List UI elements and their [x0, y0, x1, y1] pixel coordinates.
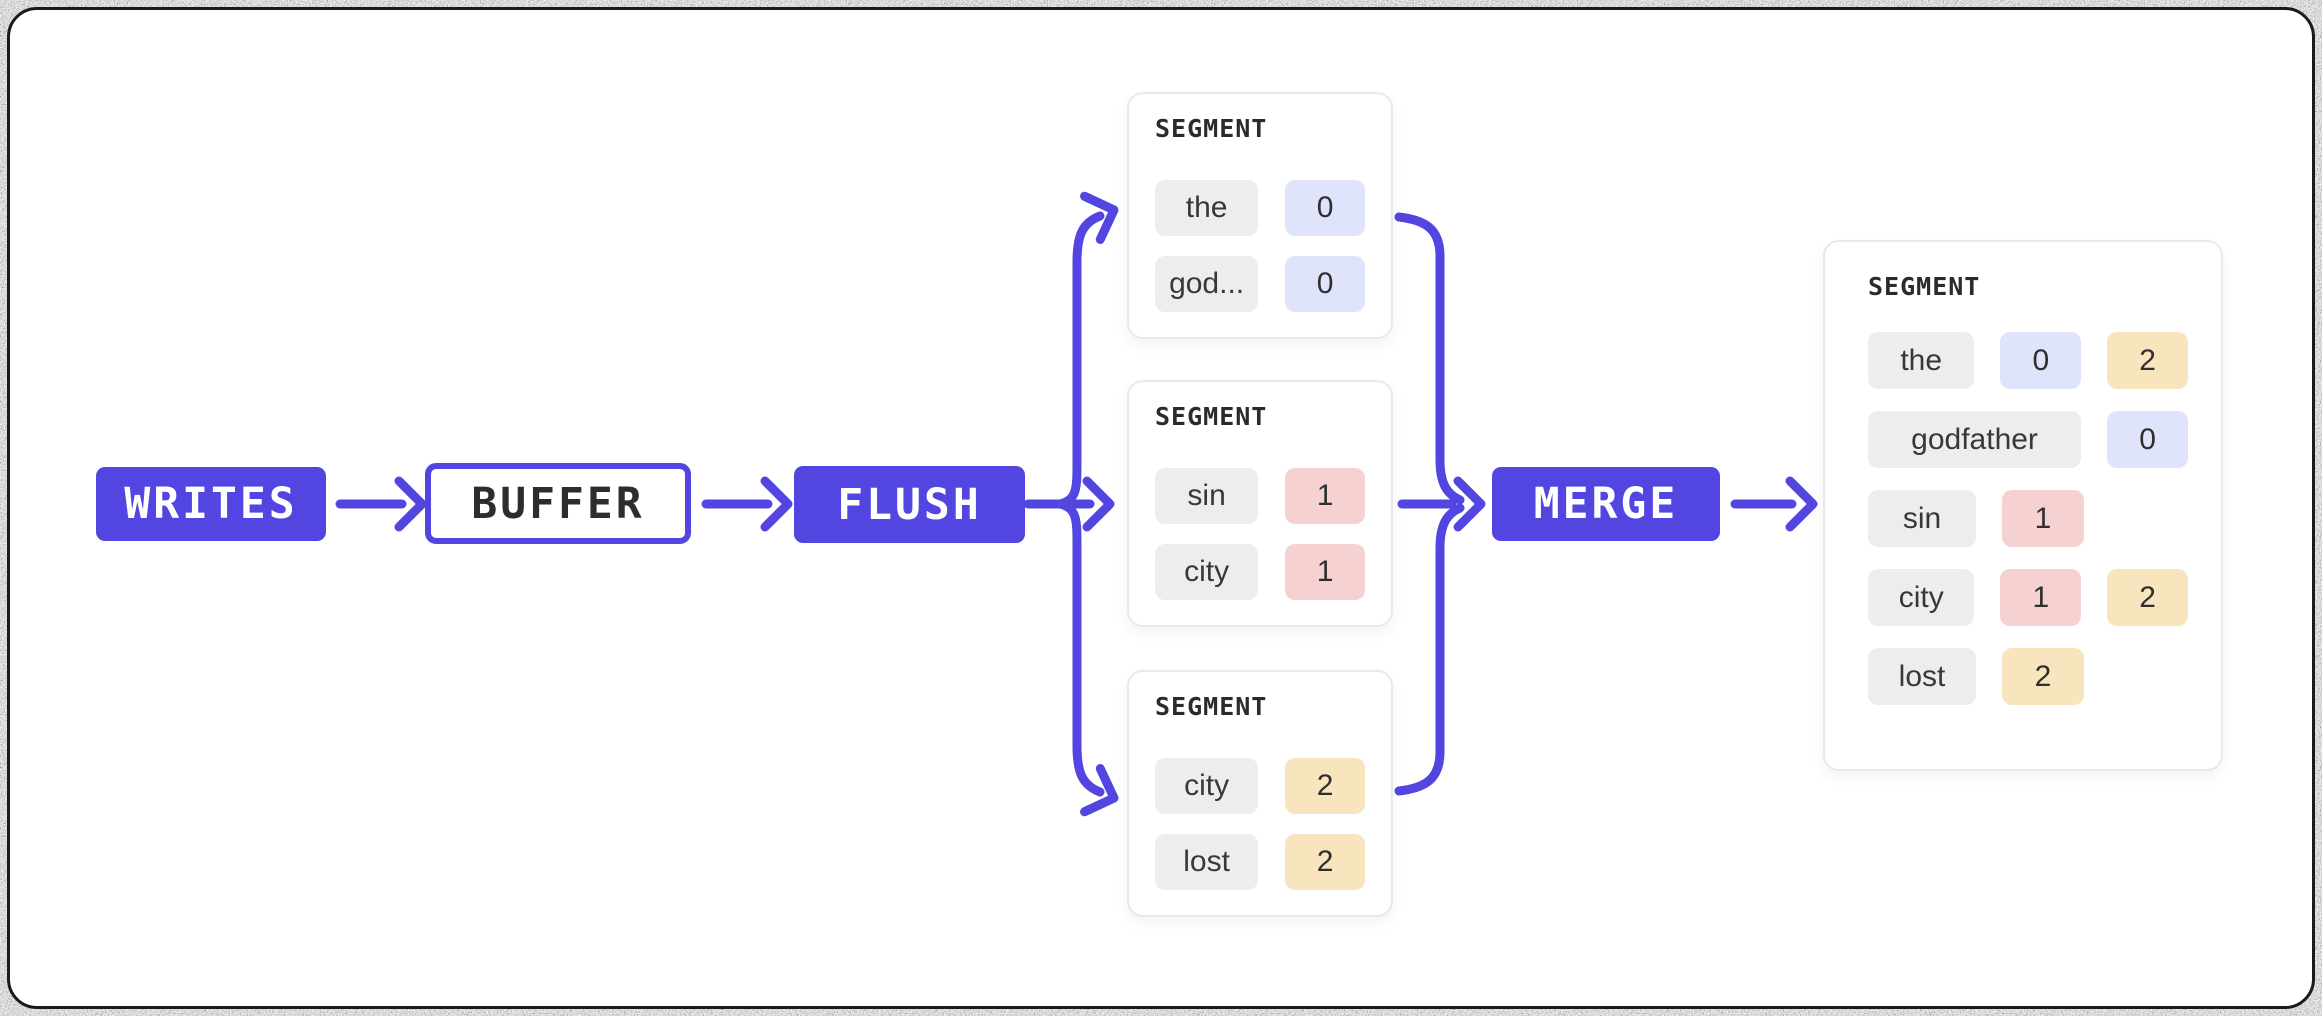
term-chip: the	[1868, 332, 1975, 389]
posting-chip: 2	[2107, 569, 2188, 626]
segment-row: lost 2	[1868, 648, 2188, 705]
flush-node: FLUSH	[794, 466, 1025, 543]
segment-row: godfather 0	[1868, 411, 2188, 468]
posting-chip: 0	[2107, 411, 2188, 468]
segment-rows: city 2 lost 2	[1155, 758, 1365, 890]
segment-row: sin 1	[1868, 490, 2188, 547]
segment-title: SEGMENT	[1868, 272, 1981, 301]
segment-row: god... 0	[1155, 256, 1365, 312]
term-chip: god...	[1155, 256, 1259, 312]
posting-chip: 1	[1285, 544, 1365, 600]
posting-chip: 2	[2107, 332, 2188, 389]
segment-rows: sin 1 city 1	[1155, 468, 1365, 600]
term-chip: city	[1155, 544, 1259, 600]
segment-card-1: SEGMENT the 0 god... 0	[1127, 92, 1393, 339]
posting-chip: 2	[1285, 758, 1365, 814]
segment-title: SEGMENT	[1155, 402, 1268, 431]
posting-chip: 1	[1285, 468, 1365, 524]
segment-rows: the 0 god... 0	[1155, 180, 1365, 312]
posting-chip: 2	[2002, 648, 2084, 705]
posting-chip: 2	[1285, 834, 1365, 890]
segment-card-2: SEGMENT sin 1 city 1	[1127, 380, 1393, 627]
term-chip: sin	[1155, 468, 1259, 524]
segment-row: lost 2	[1155, 834, 1365, 890]
segment-title: SEGMENT	[1155, 114, 1268, 143]
segment-row: city 2	[1155, 758, 1365, 814]
posting-chip: 0	[2000, 332, 2082, 389]
posting-chip: 1	[2000, 569, 2082, 626]
segment-row: the 0	[1155, 180, 1365, 236]
term-chip: city	[1868, 569, 1975, 626]
buffer-node: BUFFER	[425, 463, 691, 544]
term-chip: godfather	[1868, 411, 2082, 468]
term-chip: lost	[1868, 648, 1976, 705]
segment-row: sin 1	[1155, 468, 1365, 524]
segment-title: SEGMENT	[1155, 692, 1268, 721]
term-chip: sin	[1868, 490, 1976, 547]
posting-chip: 0	[1285, 256, 1365, 312]
writes-node: WRITES	[96, 467, 326, 541]
term-chip: the	[1155, 180, 1259, 236]
segment-row: city 1	[1155, 544, 1365, 600]
segment-card-3: SEGMENT city 2 lost 2	[1127, 670, 1393, 917]
posting-chip: 0	[1285, 180, 1365, 236]
term-chip: city	[1155, 758, 1259, 814]
posting-chip: 1	[2002, 490, 2084, 547]
merge-node: MERGE	[1492, 467, 1720, 541]
term-chip: lost	[1155, 834, 1259, 890]
